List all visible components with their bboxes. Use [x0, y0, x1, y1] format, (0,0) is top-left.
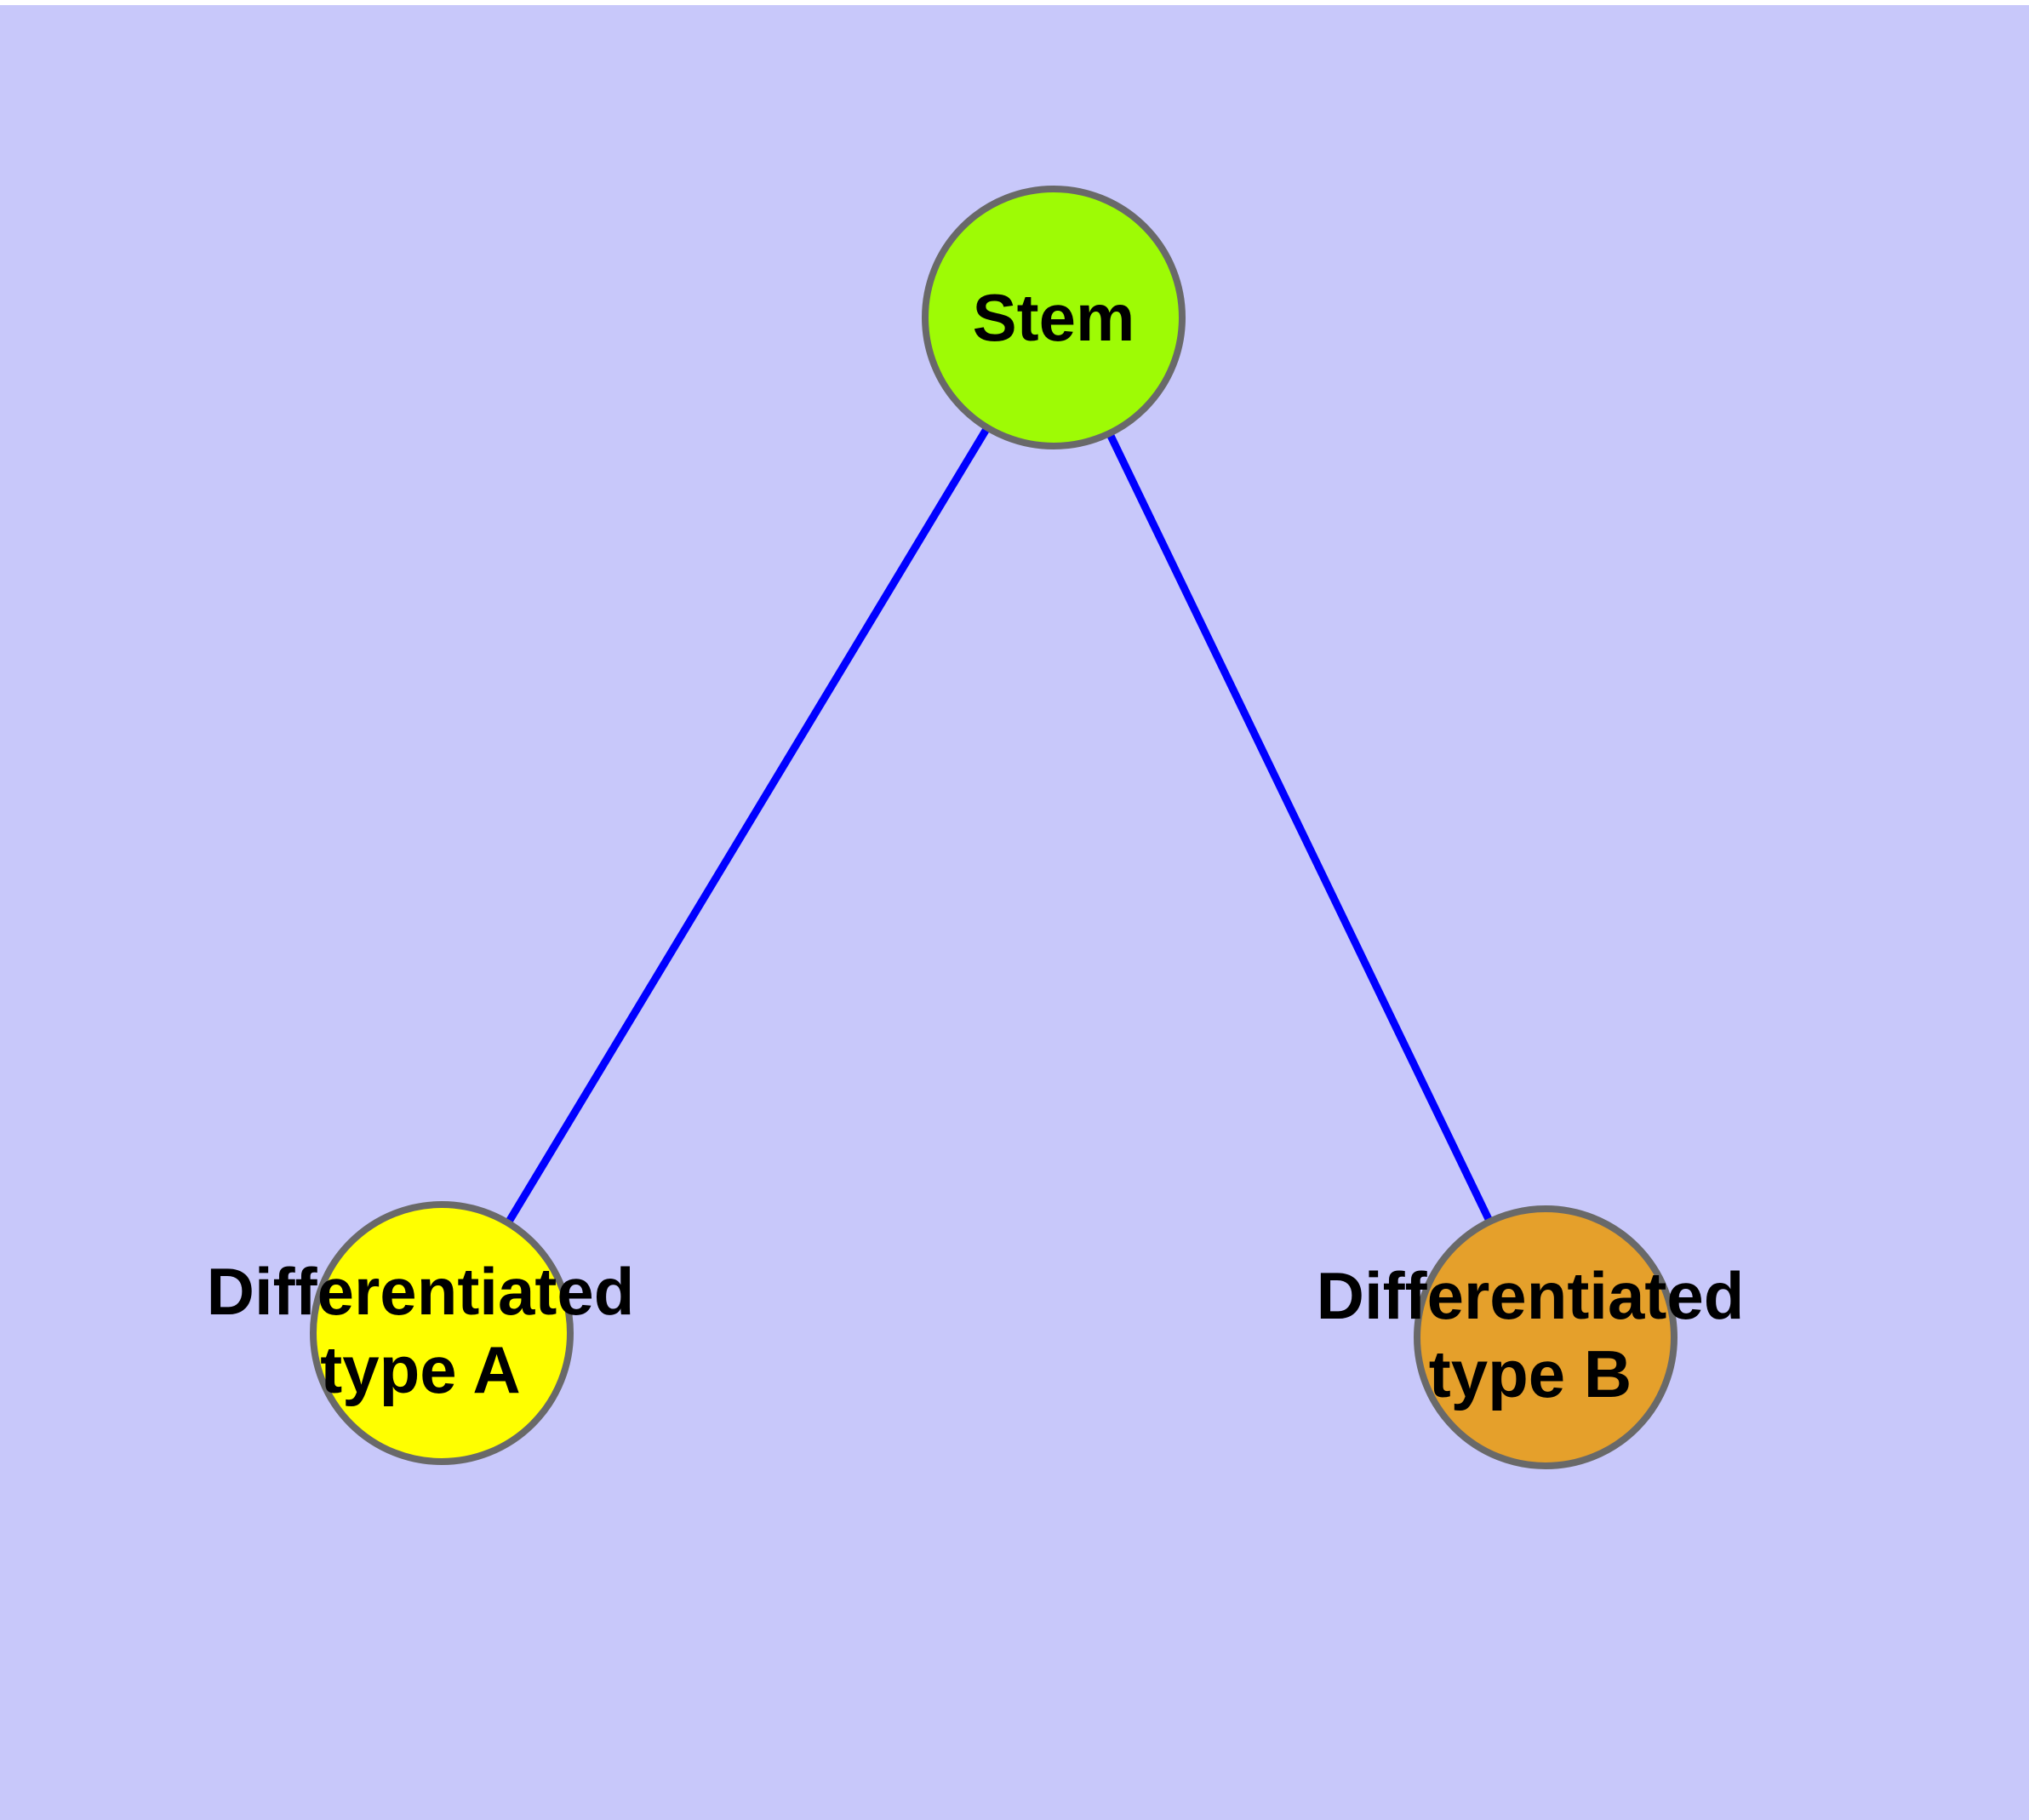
- node-stem-label: Stem: [973, 280, 1135, 355]
- node-differentiated-type-a-circle[interactable]: [310, 1201, 574, 1465]
- edge-stem-to-differentiated-type-b[interactable]: [1049, 316, 1550, 1339]
- node-stem-circle[interactable]: [922, 186, 1186, 449]
- node-differentiated-type-b-circle[interactable]: [1414, 1205, 1677, 1469]
- node-stem[interactable]: Stem: [922, 186, 1186, 449]
- edge-stem-to-differentiated-type-a[interactable]: [438, 315, 1057, 1336]
- edge-layer: [438, 315, 1550, 1339]
